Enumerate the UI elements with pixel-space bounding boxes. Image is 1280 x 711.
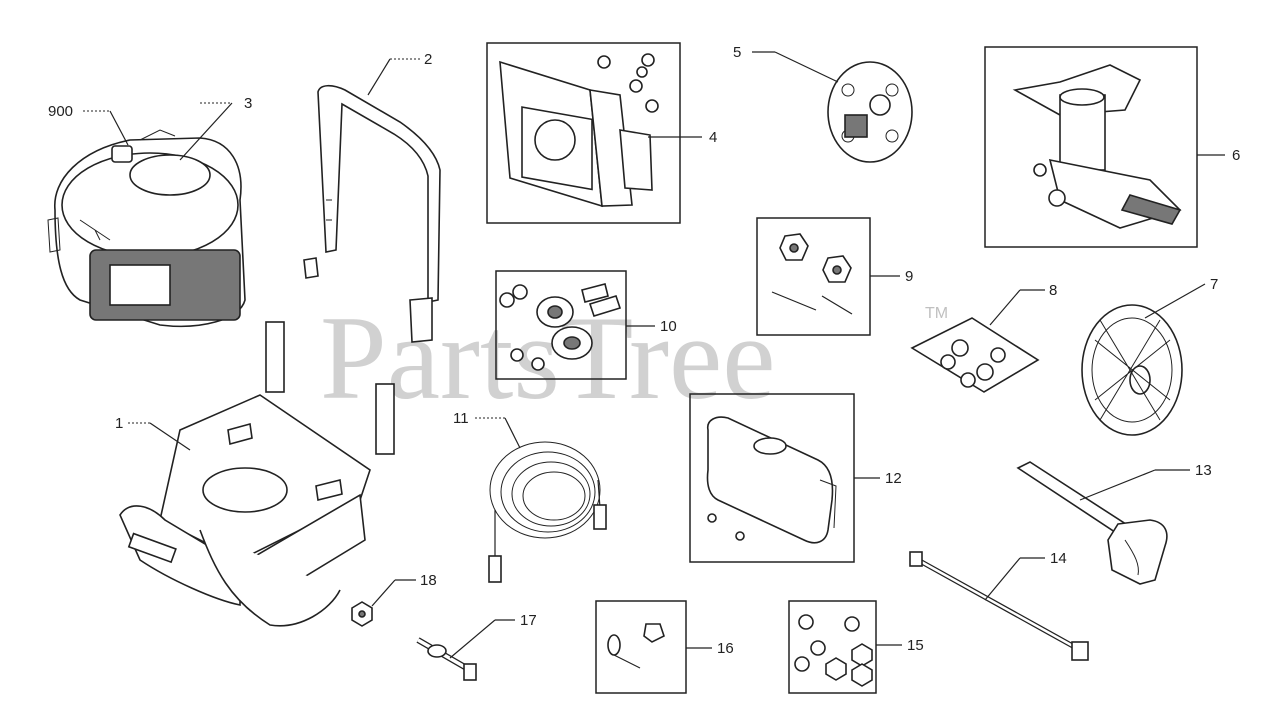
pin-clip-part[interactable] <box>607 623 665 669</box>
spray-gun-part[interactable] <box>1016 461 1168 585</box>
callout-13[interactable]: 13 <box>1195 462 1212 479</box>
callout-7[interactable]: 7 <box>1210 276 1218 293</box>
callout-900[interactable]: 900 <box>48 103 73 120</box>
callout-3[interactable]: 3 <box>244 95 252 112</box>
callout-14[interactable]: 14 <box>1050 550 1067 567</box>
engine-part[interactable] <box>47 129 246 328</box>
reel-bracket-part[interactable] <box>827 61 913 163</box>
callout-8[interactable]: 8 <box>1049 282 1057 299</box>
callout-4[interactable]: 4 <box>709 129 717 146</box>
hose-part[interactable] <box>488 441 607 583</box>
box-10 <box>495 270 627 380</box>
handle-part[interactable] <box>303 84 441 343</box>
mounting-bracket-part[interactable] <box>910 317 1040 393</box>
bearing-set-part[interactable] <box>499 283 622 371</box>
box-6 <box>984 46 1198 248</box>
box-15 <box>788 600 877 694</box>
box-16 <box>595 600 687 694</box>
callout-1[interactable]: 1 <box>115 415 123 432</box>
callout-12[interactable]: 12 <box>885 470 902 487</box>
callout-11[interactable]: 11 <box>453 410 469 427</box>
box-4 <box>486 42 681 224</box>
leader-lines <box>83 51 1225 659</box>
fuel-tank-part[interactable] <box>706 416 837 544</box>
callout-2[interactable]: 2 <box>424 51 432 68</box>
knob-set-part[interactable] <box>771 233 853 315</box>
frame-part[interactable] <box>119 321 395 627</box>
hardware-kit-part[interactable] <box>794 614 873 687</box>
control-panel-part[interactable] <box>499 53 659 208</box>
callout-5[interactable]: 5 <box>733 44 741 61</box>
axle-part[interactable] <box>416 637 477 681</box>
nut-part[interactable] <box>351 601 373 627</box>
callout-16[interactable]: 16 <box>717 640 734 657</box>
wheel-part[interactable] <box>1081 304 1183 436</box>
callout-10[interactable]: 10 <box>660 318 677 335</box>
watermark-trademark: TM <box>925 305 948 322</box>
callout-labels: 900 1 2 3 4 5 6 7 8 9 10 11 12 13 14 15 … <box>48 44 1240 657</box>
wand-part[interactable] <box>909 551 1089 661</box>
callout-6[interactable]: 6 <box>1232 147 1240 164</box>
callout-17[interactable]: 17 <box>520 612 537 629</box>
callout-15[interactable]: 15 <box>907 637 924 654</box>
pump-part[interactable] <box>1012 64 1182 229</box>
callout-9[interactable]: 9 <box>905 268 913 285</box>
callout-18[interactable]: 18 <box>420 572 437 589</box>
